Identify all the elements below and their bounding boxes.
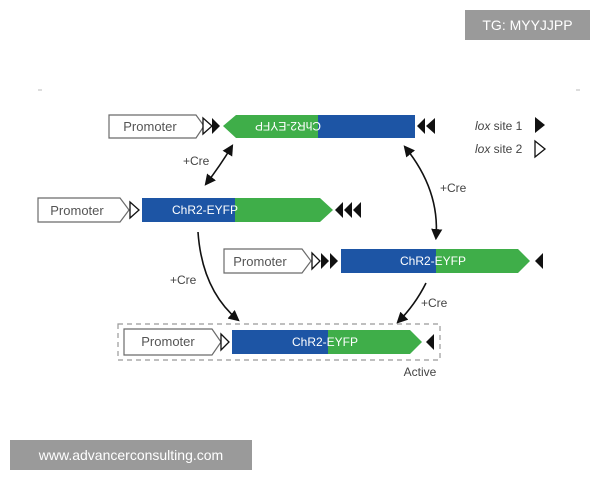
construct-inverted: Promoter ChR2-EYFP — [108, 114, 435, 139]
gene-label: ChR2-EYFP — [292, 335, 358, 349]
lox-site-1-icon — [321, 253, 329, 269]
cre-label: +Cre — [183, 154, 210, 168]
chr2-segment — [341, 249, 436, 273]
cre-arrow — [197, 231, 240, 322]
eyfp-segment — [223, 115, 318, 138]
cre-arrow-bidirectional — [204, 144, 234, 186]
gene-label: ChR2-EYFP — [400, 254, 466, 268]
lox-site-1-icon — [426, 118, 435, 134]
lox-site-2-icon — [129, 200, 140, 220]
lox-site-1-icon — [535, 253, 543, 269]
lox-site-2-icon — [202, 116, 213, 136]
cre-label: +Cre — [170, 273, 197, 287]
cre-label: +Cre — [421, 296, 448, 310]
lox-site-1-icon — [335, 202, 343, 218]
svg-text:ChR2-EYFP: ChR2-EYFP — [255, 119, 321, 133]
promoter-label: Promoter — [50, 203, 104, 218]
promoter-label: Promoter — [141, 334, 195, 349]
lox-site-1-icon — [426, 334, 434, 350]
lox-site-2-icon — [311, 251, 321, 271]
active-label: Active — [404, 365, 437, 379]
chr2-segment — [232, 330, 328, 354]
watermark-bottom-left: www.advancerconsulting.com — [10, 440, 252, 470]
legend-lox-site-1: lox site 1 — [475, 119, 523, 133]
eyfp-segment — [328, 330, 422, 354]
lox-site-2-icon — [220, 332, 230, 352]
promoter-box — [37, 197, 130, 223]
promoter-box — [108, 114, 205, 139]
gene-label: ChR2-EYFP — [172, 203, 238, 217]
lox-site-1-icon — [330, 253, 338, 269]
lox-site-1-icon — [212, 118, 220, 134]
lox-site-1-legend-icon — [535, 117, 545, 133]
chr2-segment — [142, 198, 235, 222]
lox-site-1-icon — [344, 202, 352, 218]
eyfp-segment — [235, 198, 333, 222]
construct-intermediate-1: Promoter ChR2-EYFP — [37, 197, 361, 223]
cre-arrow-bidirectional — [403, 145, 443, 241]
chr2-segment — [318, 115, 415, 138]
chr2-label: ChR2 — [290, 119, 321, 133]
construct-intermediate-2: Promoter ChR2-EYFP — [223, 248, 543, 274]
eyfp-segment — [436, 249, 530, 273]
promoter-box — [223, 248, 312, 274]
promoter-label: Promoter — [233, 254, 287, 269]
active-dashed-box — [117, 323, 441, 361]
lox-site-1-icon — [417, 118, 425, 134]
lox-site-1-icon — [353, 202, 361, 218]
cre-arrow — [396, 282, 427, 324]
legend: lox site 1 lox site 2 — [475, 117, 547, 159]
lox-site-2-legend-icon — [534, 139, 547, 159]
cre-label: +Cre — [440, 181, 467, 195]
watermark-top-right: TG: MYYJJPP — [465, 10, 590, 40]
promoter-box — [123, 328, 222, 356]
legend-lox-site-2: lox site 2 — [475, 142, 523, 156]
promoter-label: Promoter — [123, 119, 177, 134]
eyfp-label: -EYFP — [255, 119, 290, 133]
construct-active: Promoter ChR2-EYFP Active — [117, 323, 441, 379]
